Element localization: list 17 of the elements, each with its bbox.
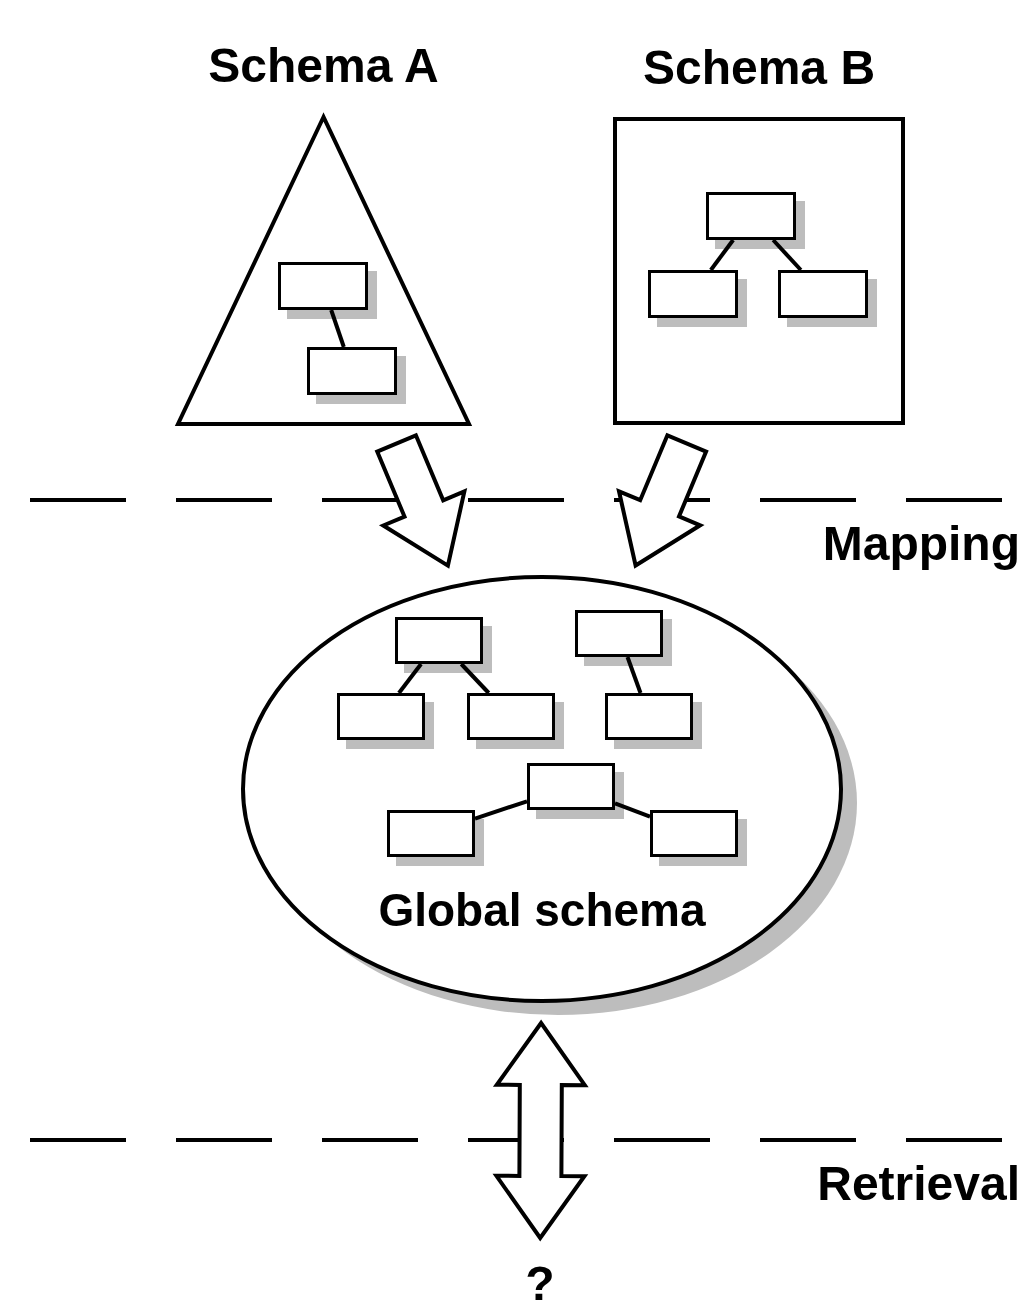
block-arrow [374,432,468,569]
phase-label: Mapping [822,520,1020,568]
connector-line [625,656,643,694]
connector-line [709,238,735,272]
connector-line [614,801,651,819]
double-block-arrow [492,1019,589,1242]
connector-line [474,799,528,821]
question-mark: ? [515,1258,565,1310]
schema-heading: Schema A [207,42,440,90]
ellipse-label: Global schema [377,887,707,933]
connector-line [459,662,491,695]
schema-heading: Schema B [641,44,877,92]
block-arrow [616,432,709,569]
connector-line [397,662,423,695]
connector-line [771,238,803,272]
connector-line [329,309,346,348]
phase-label: Retrieval [817,1160,1020,1208]
